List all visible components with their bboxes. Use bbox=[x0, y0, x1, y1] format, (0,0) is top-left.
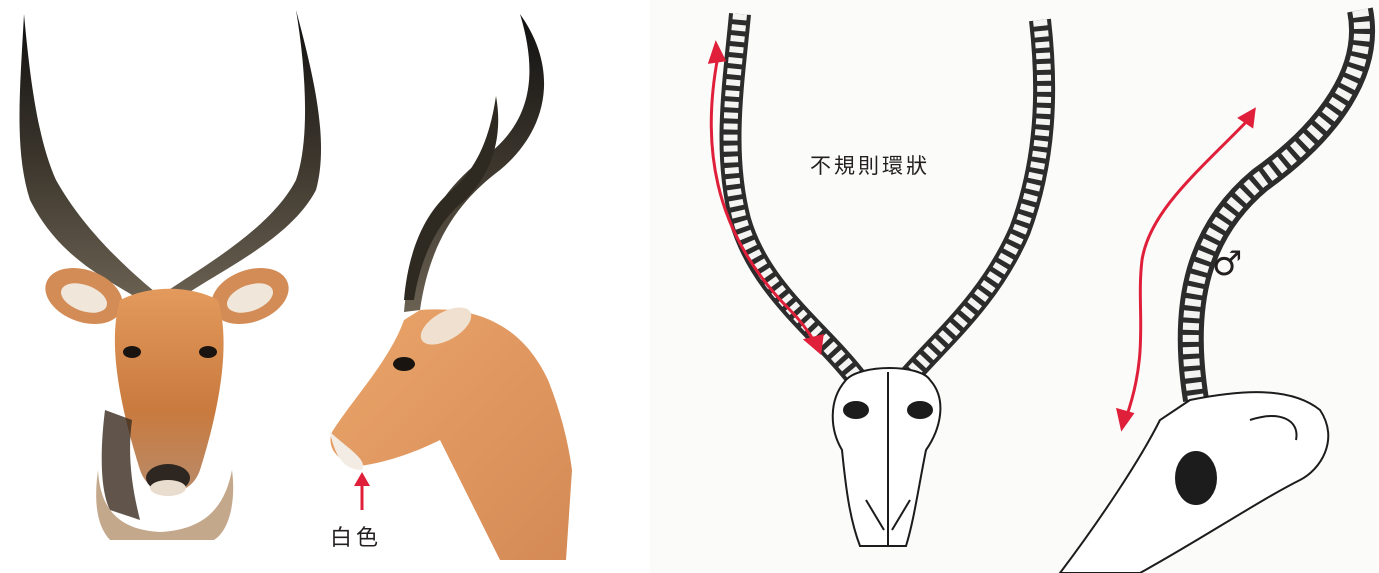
front-skull-drawing bbox=[730, 14, 1044, 546]
right-eye bbox=[199, 346, 217, 358]
impala-side-head bbox=[330, 14, 572, 560]
side-horn-front bbox=[404, 14, 544, 312]
impala-front-head bbox=[20, 10, 322, 540]
male-symbol-label: ♂ bbox=[1212, 244, 1242, 284]
chin-arrow bbox=[354, 472, 370, 510]
left-eye bbox=[123, 346, 141, 358]
skull-drawing-panel bbox=[650, 0, 1379, 573]
impala-photos bbox=[0, 0, 640, 573]
left-horn bbox=[20, 14, 161, 300]
skull-drawings bbox=[650, 0, 1379, 573]
irregular-rings-label: 不規則環狀 bbox=[810, 150, 930, 180]
face bbox=[115, 289, 224, 493]
white-label: 白色 bbox=[330, 520, 382, 552]
side-skull-drawing bbox=[1060, 10, 1362, 573]
right-horn bbox=[160, 10, 321, 300]
side-eye bbox=[393, 357, 415, 371]
side-horn-back bbox=[404, 96, 498, 300]
impala-photo-panel bbox=[0, 0, 640, 573]
